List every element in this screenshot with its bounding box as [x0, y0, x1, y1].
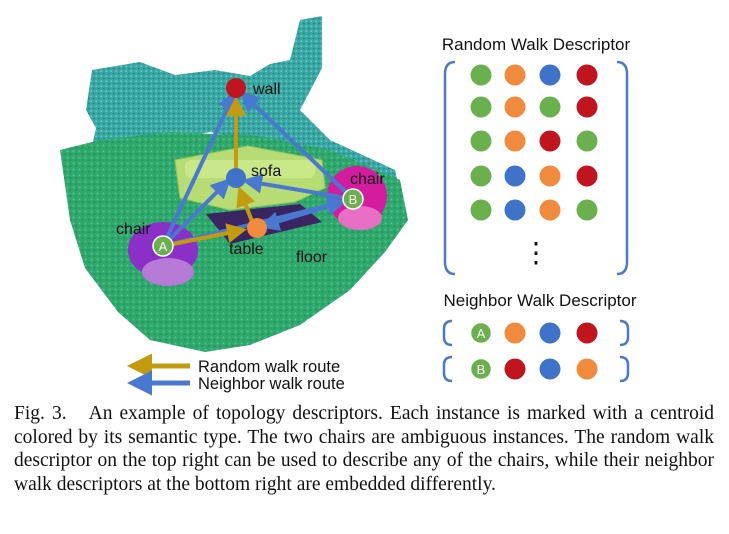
wall-label: wall	[252, 81, 281, 98]
table-label: table	[229, 241, 264, 258]
chair-a-seat	[142, 258, 194, 286]
descriptor-dot	[470, 64, 492, 86]
neighbor-start-label: A	[477, 326, 486, 341]
figure-canvas: A B wall sofa chair chair table floor Ra…	[60, 16, 637, 396]
descriptor-dot	[470, 199, 492, 221]
random-walk-ellipsis: ⋮	[522, 236, 550, 269]
descriptor-dot	[539, 64, 561, 86]
neighbor-walk-descriptor: Neighbor Walk Descriptor AB	[442, 291, 637, 383]
descriptor-dot	[539, 358, 561, 380]
neighbor-start-node	[469, 357, 493, 381]
floor-label: floor	[296, 249, 328, 266]
descriptor-dot	[504, 64, 526, 86]
chair-b-label: chair	[350, 171, 385, 188]
table-centroid	[247, 218, 267, 238]
neighbor-walk-left-bracket	[442, 319, 453, 347]
descriptor-dot	[539, 165, 561, 187]
descriptor-dot	[470, 96, 492, 118]
descriptor-dot	[504, 199, 526, 221]
neighbor-walk-title: Neighbor Walk Descriptor	[443, 291, 636, 310]
figure-caption: Fig. 3.An example of topology descriptor…	[14, 402, 714, 496]
descriptor-dot	[504, 165, 526, 187]
neighbor-walk-left-bracket	[442, 355, 453, 383]
chair-a-node-label: A	[159, 239, 168, 254]
centroids: A B	[152, 78, 364, 257]
random-route-label: Random walk route	[198, 358, 340, 376]
random-walk-dots	[470, 64, 598, 221]
chair-b-seat	[338, 206, 382, 230]
route-b-sofa	[242, 173, 354, 201]
wall-centroid	[226, 78, 246, 98]
route-a-wall	[161, 90, 237, 247]
sofa-label: sofa	[251, 163, 281, 180]
chair-a-centroid	[152, 235, 174, 257]
neighbor-walk-right-bracket	[619, 355, 630, 383]
route-a-sofa	[161, 178, 231, 248]
descriptor-dot	[576, 130, 598, 152]
chair-a-label: chair	[116, 221, 151, 238]
descriptor-dot	[504, 358, 526, 380]
random-walk-descriptor: Random Walk Descriptor ⋮	[442, 35, 631, 276]
descriptor-dot	[470, 165, 492, 187]
chair-b-node-label: B	[349, 192, 358, 207]
neighbor-walk-right-bracket	[619, 319, 630, 347]
descriptor-dot	[539, 130, 561, 152]
descriptor-dot	[504, 130, 526, 152]
route-legend: Random walk route Neighbor walk route	[127, 353, 345, 396]
caption-text: An example of topology descriptors. Each…	[14, 403, 715, 495]
neighbor-start-label: B	[477, 362, 486, 377]
sofa-back	[185, 160, 315, 178]
descriptor-dot	[504, 96, 526, 118]
descriptor-dot	[539, 199, 561, 221]
descriptor-dot	[504, 322, 526, 344]
descriptor-dot	[539, 96, 561, 118]
random-walk-title: Random Walk Descriptor	[442, 35, 631, 54]
descriptor-dot	[576, 358, 598, 380]
neighbor-start-node	[469, 321, 493, 345]
route-b-wall	[240, 91, 355, 201]
descriptor-dot	[576, 96, 598, 118]
descriptor-dot	[576, 322, 598, 344]
figure-number: Fig. 3.	[14, 403, 67, 424]
neighbor-walk-rows: AB	[442, 319, 630, 383]
descriptor-dot	[470, 130, 492, 152]
walk-routes	[161, 90, 355, 248]
neighbor-route-label: Neighbor walk route	[198, 375, 345, 393]
chair-b-centroid	[342, 188, 364, 210]
route-b-table	[259, 197, 354, 231]
random-walk-right-bracket	[616, 60, 629, 276]
sofa-centroid	[226, 168, 246, 188]
descriptor-dot	[539, 322, 561, 344]
route-random-a-table	[162, 223, 247, 248]
route-random-table-sofa	[236, 186, 256, 225]
descriptor-dot	[576, 64, 598, 86]
random-walk-left-bracket	[443, 60, 456, 276]
descriptor-dot	[576, 165, 598, 187]
descriptor-dot	[576, 199, 598, 221]
